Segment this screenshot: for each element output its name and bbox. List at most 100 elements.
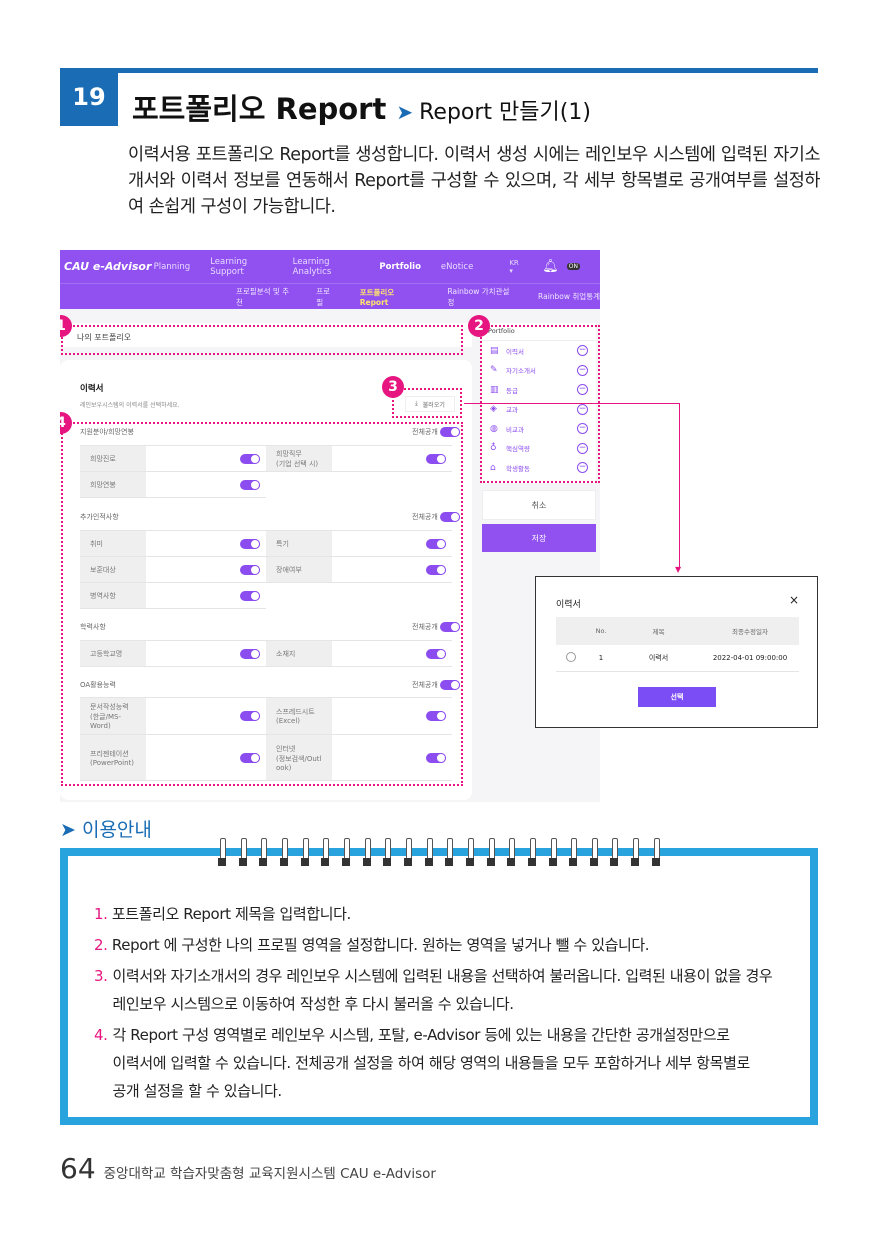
language-select[interactable]: KR ▾	[509, 258, 519, 275]
field-label: 병역사항	[80, 583, 146, 609]
public-all-toggle[interactable]: 전체공개	[412, 680, 460, 690]
toggle[interactable]	[440, 427, 460, 437]
section-title: OA활용능력	[80, 681, 116, 689]
field-grid: 문서작성능력 (한글/MS-Word) 스프레드시트 (Excel) 프리젠테이…	[80, 697, 452, 781]
select-button[interactable]: 선택	[638, 687, 716, 707]
item-text: 이력서와 자기소개서의 경우 레인보우 시스템에 입력된 내용을 선택하여 불러…	[112, 967, 773, 1013]
row-date: 2022-04-01 09:00:00	[712, 654, 788, 662]
field-toggle[interactable]	[146, 735, 266, 781]
col-header: 최종수정일자	[732, 628, 768, 636]
field-label: 희망직무 (기업 선택 시)	[266, 446, 332, 472]
document-icon: ▤	[490, 345, 499, 356]
public-all-toggle[interactable]: 전체공개	[412, 427, 460, 437]
nav-portfolio[interactable]: Portfolio	[379, 261, 421, 272]
subnav-portfolio-report[interactable]: 포트폴리오 Report	[359, 287, 395, 307]
panel-item[interactable]: ◍비교과−	[482, 419, 596, 439]
modal-title: 이력서	[556, 600, 581, 610]
save-button[interactable]: 저장	[482, 524, 596, 552]
guide-item: 3.이력서와 자기소개서의 경우 레인보우 시스템에 입력된 내용을 선택하여 …	[94, 962, 773, 1018]
portfolio-title-input[interactable]: 나의 포트폴리오	[77, 333, 132, 342]
public-all-label: 전체공개	[412, 681, 438, 689]
field-label: 문서작성능력 (한글/MS-Word)	[80, 698, 146, 735]
load-button[interactable]: ⤓불러오기	[405, 396, 455, 412]
public-all-toggle[interactable]: 전체공개	[412, 622, 460, 632]
field-toggle[interactable]	[146, 557, 266, 583]
field-toggle[interactable]	[332, 557, 452, 583]
connector-line	[679, 403, 680, 569]
row-radio[interactable]	[556, 652, 586, 664]
highlight-4	[61, 422, 463, 786]
panel-item[interactable]: ✎자기소개서−	[482, 361, 596, 381]
remove-icon[interactable]: −	[577, 462, 588, 474]
public-all-label: 전체공개	[412, 428, 438, 436]
header-rule	[60, 68, 818, 73]
close-icon[interactable]: ×	[788, 593, 799, 607]
section-number: 19	[60, 68, 118, 126]
field-toggle[interactable]	[332, 531, 452, 557]
nav-learning-analytics[interactable]: Learning Analytics	[292, 256, 332, 277]
subnav-profile[interactable]: 프로필	[316, 286, 331, 307]
arrow-icon: ➤	[60, 819, 82, 841]
item-number: 3.	[94, 967, 108, 985]
col-header: 제목	[652, 628, 665, 636]
subnav-rainbow-stats[interactable]: Rainbow 취업통계	[538, 292, 600, 301]
item-number: 2.	[94, 936, 108, 954]
field-toggle[interactable]	[146, 446, 266, 472]
field-grid: 고등학교명 소재지	[80, 640, 452, 667]
user-on-badge[interactable]: ON	[566, 263, 581, 270]
logo[interactable]: CAU e-Advisor	[64, 260, 152, 273]
guide-item: 1. 포트폴리오 Report 제목을 입력합니다.	[94, 900, 351, 928]
title-sub: Report 만들기(1)	[419, 100, 591, 125]
item-text: 포트폴리오 Report 제목을 입력합니다.	[111, 905, 351, 923]
field-toggle[interactable]	[146, 472, 266, 498]
field-toggle[interactable]	[332, 641, 452, 667]
public-all-toggle[interactable]: 전체공개	[412, 512, 460, 522]
badge-3: 3	[382, 376, 404, 398]
remove-icon[interactable]: −	[577, 345, 588, 357]
nav-planning[interactable]: Planning	[153, 261, 191, 272]
field-toggle[interactable]	[146, 698, 266, 735]
panel-item[interactable]: ▤이력서−	[482, 341, 596, 361]
field-toggle[interactable]	[332, 698, 452, 735]
nav-enotice[interactable]: eNotice	[440, 261, 474, 272]
footer-text: 중앙대학교 학습자맞춤형 교육지원시스템 CAU e-Advisor	[103, 1166, 436, 1182]
nav-learning-support[interactable]: Learning Support	[210, 256, 248, 277]
cancel-button[interactable]: 취소	[482, 490, 596, 520]
section-title: 추가인적사항	[80, 513, 119, 521]
section-title: 학력사항	[80, 623, 106, 631]
sub-nav: 프로필분석 및 추천 프로필 포트폴리오 Report Rainbow 가치관설…	[60, 283, 600, 309]
field-toggle[interactable]	[332, 446, 452, 472]
home-icon: ⌂	[490, 462, 496, 473]
field-label: 프리젠테이션 (PowerPoint)	[80, 735, 146, 781]
field-grid: 희망진로 희망직무 (기업 선택 시) 희망연봉	[80, 445, 452, 498]
remove-icon[interactable]: −	[577, 364, 588, 376]
field-toggle[interactable]	[146, 583, 266, 609]
remove-icon[interactable]: −	[577, 384, 588, 396]
subnav-profile-analysis[interactable]: 프로필분석 및 추천	[236, 286, 290, 307]
field-toggle[interactable]	[332, 735, 452, 781]
remove-icon[interactable]: −	[577, 442, 588, 454]
field-toggle[interactable]	[146, 641, 266, 667]
guide-item: 2. Report 에 구성한 나의 프로필 영역을 설정합니다. 원하는 영역…	[94, 931, 650, 959]
badge-2: 2	[468, 315, 490, 337]
intro-text: 이력서용 포트폴리오 Report를 생성합니다. 이력서 생성 시에는 레인보…	[128, 145, 821, 217]
panel-item-label: 교과	[506, 406, 518, 415]
bulb-icon: ♁	[490, 443, 497, 454]
panel-item[interactable]: ◈교과−	[482, 400, 596, 420]
public-all-label: 전체공개	[412, 623, 438, 631]
highlight-3	[392, 388, 462, 418]
field-toggle[interactable]	[146, 531, 266, 557]
subnav-rainbow-values[interactable]: Rainbow 가치관설정	[447, 286, 510, 307]
globe-icon: ◍	[490, 423, 498, 434]
field-label: 특기	[266, 531, 332, 557]
bell-icon[interactable]: 🔔︎	[542, 259, 559, 274]
panel-item[interactable]: ⌂학생활동−	[482, 458, 596, 478]
panel-item[interactable]: ♁핵심역량−	[482, 439, 596, 459]
remove-icon[interactable]: −	[577, 403, 588, 415]
panel-item[interactable]: ▥등급−	[482, 380, 596, 400]
remove-icon[interactable]: −	[577, 423, 588, 435]
section-title: 지원분야/희망연봉	[80, 428, 134, 436]
badge-4: 4	[60, 412, 72, 434]
guide-item: 4.각 Report 구성 영역별로 레인보우 시스템, 포탈, e-Advis…	[94, 1021, 750, 1105]
